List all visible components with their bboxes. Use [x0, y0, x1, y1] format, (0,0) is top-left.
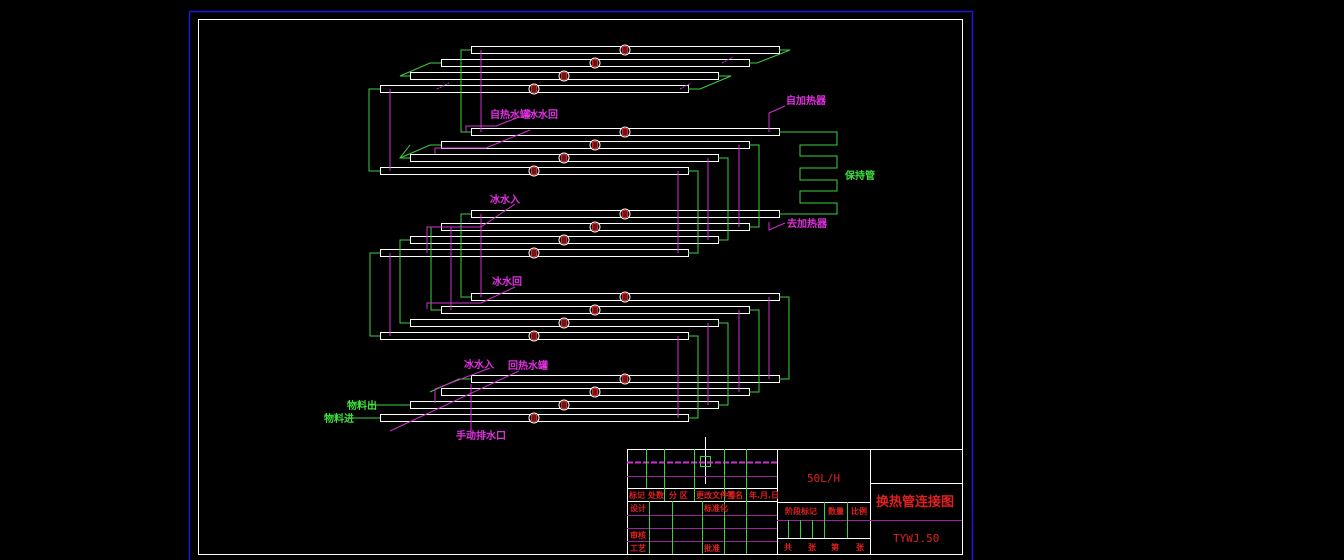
- pipe-run: [768, 222, 786, 231]
- valve-icon: [592, 306, 598, 314]
- u-bend-right: [718, 322, 729, 406]
- u-bend-left: [460, 213, 471, 298]
- heat-exchanger-tubes: [380, 44, 780, 424]
- sheet-total-label: 共: [784, 542, 792, 552]
- label-cold-water-return-top: 冰水回: [528, 108, 558, 121]
- label-auto-heater: 自加热器: [786, 94, 827, 107]
- u-bend-left: [399, 239, 410, 324]
- valve-icon: [622, 210, 628, 218]
- valve-icon: [592, 141, 598, 149]
- label-hot-water-tank-top: 自热水罐: [490, 108, 530, 121]
- label-material-out: 物料出: [347, 399, 377, 412]
- rev-header-mark: 标记: [628, 490, 645, 500]
- valve-icon: [622, 375, 628, 383]
- stage-mark-label: 阶段标记: [785, 506, 817, 516]
- pipe-run: [426, 286, 516, 309]
- pipe-run: [426, 203, 516, 253]
- label-return-hot-water-tank: 回热水罐: [508, 359, 548, 372]
- pipe-segment: [436, 82, 450, 90]
- u-bend-left: [368, 88, 380, 172]
- pipe-segment: [721, 56, 734, 64]
- valve-icon: [561, 154, 567, 162]
- pipe-run: [465, 116, 520, 132]
- valve-icon: [561, 236, 567, 244]
- holding-tube-path: [779, 131, 838, 215]
- valve-icon: [561, 72, 567, 80]
- sheet-label-2: 张: [856, 543, 865, 552]
- valve-icon: [592, 388, 598, 396]
- rev-header-zone: 分 区: [669, 490, 688, 500]
- holding-tube: [779, 131, 838, 215]
- pipe-segment: [679, 82, 692, 90]
- diagonal-link: [749, 49, 791, 64]
- valve-icon: [531, 167, 537, 175]
- valve-icon: [531, 85, 537, 93]
- drain-diagonal: [389, 370, 520, 432]
- valve-icon: [622, 128, 628, 136]
- valve-icon: [622, 46, 628, 54]
- rev-header-date: 年.月.日: [749, 490, 779, 500]
- pipe-run: [768, 105, 786, 132]
- capacity-value: 50L/H: [807, 472, 840, 485]
- rev-header-count: 处数: [647, 490, 665, 500]
- valve-icon: [531, 332, 537, 340]
- u-bend-right: [779, 296, 790, 380]
- valve-icon: [592, 223, 598, 231]
- process-label: 工艺: [630, 543, 646, 553]
- u-bend-right: [688, 170, 699, 254]
- valve-icon: [592, 59, 598, 67]
- u-bend-right: [749, 309, 760, 393]
- valve-icon: [622, 293, 628, 301]
- rev-header-doc: 更改文件号: [696, 490, 736, 500]
- rev-header-sign: 签名: [726, 490, 743, 500]
- label-cold-water-return-2: 冰水回: [492, 275, 522, 288]
- label-cold-water-in-2: 冰水入: [464, 358, 494, 371]
- outer-frame: [188, 10, 974, 560]
- standardization-label: 标准化: [703, 503, 728, 513]
- valve-icon: [561, 319, 567, 327]
- valve-icon: [561, 401, 567, 409]
- diagonal-link: [688, 75, 732, 90]
- drawing-title: 换热管连接图: [876, 494, 954, 510]
- label-material-in: 物料进: [324, 412, 354, 425]
- cold-in-leader: [434, 367, 491, 403]
- sheet-label-1: 张: [808, 543, 817, 552]
- valve-icon: [531, 249, 537, 257]
- label-manual-drain: 手动排水口: [456, 429, 506, 442]
- u-bend-right: [749, 144, 760, 228]
- u-bend-right: [718, 157, 729, 241]
- diagonal-link: [399, 144, 441, 159]
- label-holding-tube: 保持管: [844, 169, 875, 182]
- diagonal-link: [399, 62, 441, 77]
- review-label: 审核: [630, 530, 646, 540]
- label-to-heater: 去加热器: [787, 217, 828, 230]
- valve-icon: [531, 414, 537, 422]
- approve-label: 批准: [704, 543, 720, 553]
- pipe-run: [434, 129, 531, 154]
- u-bend-left: [369, 252, 380, 337]
- connecting-pipes: [348, 49, 791, 436]
- quantity-label: 数量: [828, 506, 844, 516]
- sheet-no-label: 第: [831, 542, 839, 552]
- title-block-grid: [627, 449, 962, 554]
- title-block: [627, 449, 963, 555]
- label-cold-water-in-1: 冰水入: [490, 193, 520, 206]
- u-bend-right: [688, 335, 699, 419]
- inner-frame: [198, 19, 963, 555]
- scale-label: 比例: [851, 506, 867, 516]
- design-label: 设计: [630, 503, 646, 513]
- drawing-number: TYWJ.50: [893, 532, 939, 545]
